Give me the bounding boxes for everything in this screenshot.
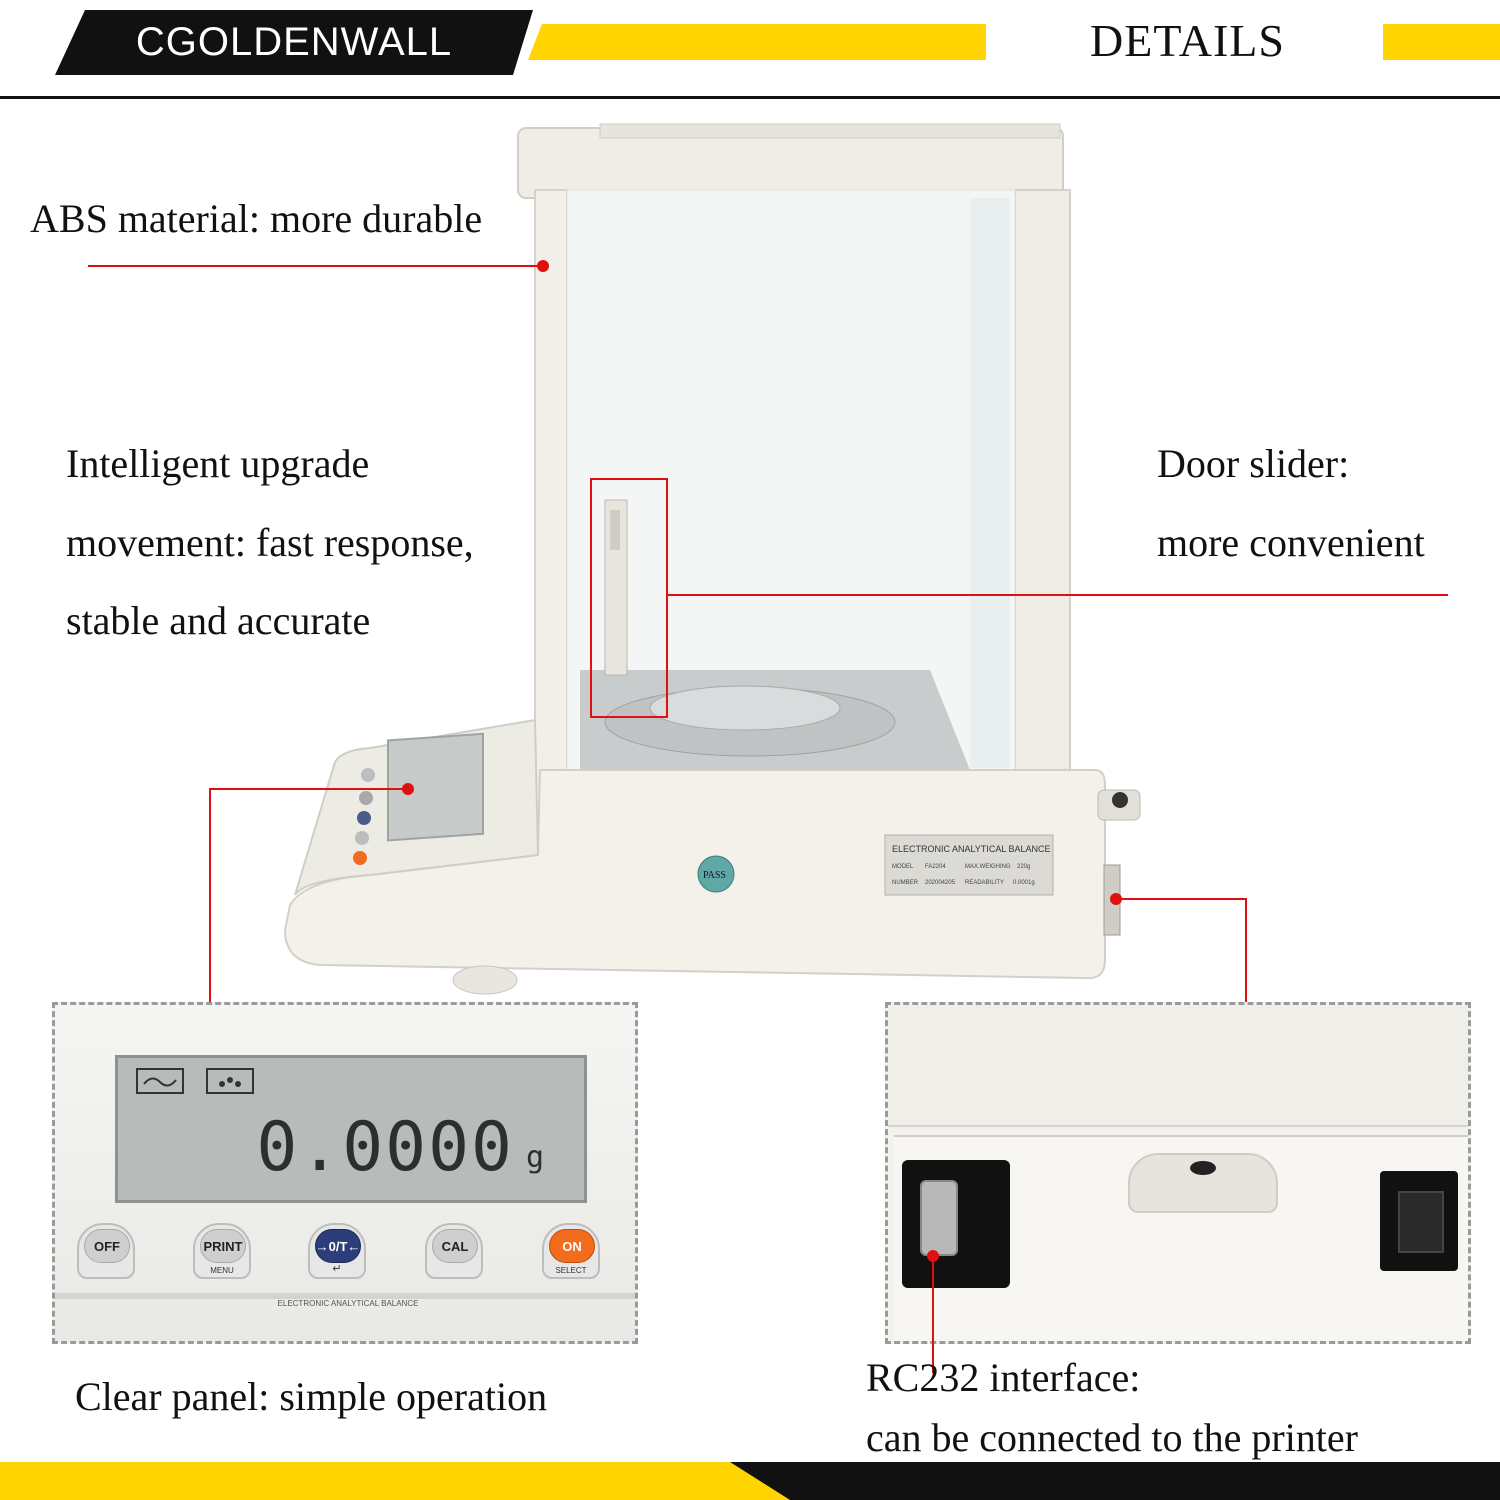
callout-abs-material: ABS material: more durable <box>30 196 483 241</box>
section-title: DETAILS <box>1090 15 1285 66</box>
cal-button-label: CAL <box>432 1229 478 1263</box>
analytical-balance-illustration: ELECTRONIC ANALYTICAL BALANCE MODEL FA22… <box>283 123 1141 995</box>
header-accent-bar-right <box>1383 24 1500 60</box>
menu-sublabel: MENU <box>210 1266 234 1275</box>
callout-line-door <box>668 594 1448 596</box>
callout-dot-rc232 <box>927 1250 939 1262</box>
callout-line-panel-horizontal <box>209 788 409 790</box>
callout-line-rc232 <box>932 1255 934 1373</box>
off-button-label: OFF <box>84 1229 130 1263</box>
callout-interface-line-1: RC232 interface: <box>866 1355 1141 1400</box>
callout-line-interface-horizontal <box>1115 898 1246 900</box>
callout-line-panel-vertical <box>209 788 211 1002</box>
drop-icon <box>206 1068 254 1094</box>
on-button[interactable]: ON SELECT <box>542 1223 600 1279</box>
power-socket <box>1380 1171 1458 1271</box>
model-value: FA2204 <box>925 864 946 870</box>
callout-interface-line-2: can be connected to the printer <box>866 1415 1358 1460</box>
number-value: 202004205 <box>925 880 956 886</box>
cal-button[interactable]: CAL <box>425 1223 483 1279</box>
model-label: MODEL <box>892 864 914 870</box>
max-weighing-value: 220g <box>1017 864 1030 870</box>
brand-name: CGOLDENWALL <box>135 20 453 64</box>
tare-button[interactable]: →0/T← ↵ <box>308 1223 366 1279</box>
lcd-display: 0.0000 g <box>115 1055 587 1203</box>
print-button-label: PRINT <box>200 1229 246 1263</box>
readability-label: READABILITY <box>965 880 1004 886</box>
callout-door-line-1: Door slider: <box>1157 441 1350 486</box>
door-slider-highlight <box>590 478 668 718</box>
stability-icon <box>136 1068 184 1094</box>
number-label: NUMBER <box>892 880 919 886</box>
socket-inner <box>1398 1191 1444 1253</box>
panel-footer-text: ELECTRONIC ANALYTICAL BALANCE <box>277 1299 419 1308</box>
callout-dot-abs <box>537 260 549 272</box>
on-button-label: ON <box>549 1229 595 1263</box>
callout-door-line-2: more convenient <box>1157 520 1425 565</box>
brand-banner <box>55 10 533 75</box>
readability-value: 0.0001g <box>1013 880 1035 886</box>
interface-closeup <box>885 1002 1471 1344</box>
weight-unit: g <box>525 1140 544 1175</box>
callout-panel: Clear panel: simple operation <box>75 1374 548 1419</box>
weight-readout: 0.0000 <box>256 1108 514 1187</box>
db9-connector <box>920 1180 958 1256</box>
callout-line-interface-vertical <box>1245 898 1247 1002</box>
header-divider <box>0 96 1500 99</box>
leveling-knob <box>1128 1153 1278 1213</box>
callout-movement-line-3: stable and accurate <box>66 598 371 643</box>
header-accent-bar <box>528 24 986 60</box>
print-button[interactable]: PRINT MENU <box>193 1223 251 1279</box>
panel-closeup: 0.0000 g OFF PRINT MENU →0/T← ↵ CAL ON S… <box>52 1002 638 1344</box>
pass-sticker: PASS <box>703 870 726 881</box>
callout-movement-line-2: movement: fast response, <box>66 520 474 565</box>
balance-label-title: ELECTRONIC ANALYTICAL BALANCE <box>892 844 1051 854</box>
panel-edge <box>55 1293 635 1299</box>
tare-button-label: →0/T← <box>315 1229 361 1263</box>
callout-dot-interface <box>1110 893 1122 905</box>
casing-top <box>888 1005 1468 1127</box>
off-button[interactable]: OFF <box>77 1223 135 1279</box>
select-sublabel: SELECT <box>555 1266 587 1275</box>
callout-line-abs <box>88 265 543 267</box>
knob-center <box>1190 1161 1216 1175</box>
enter-sublabel: ↵ <box>332 1263 342 1275</box>
callout-movement-line-1: Intelligent upgrade <box>66 441 370 486</box>
rs232-port <box>902 1160 1010 1288</box>
callout-dot-panel <box>402 783 414 795</box>
max-weighing-label: MAX.WEIGHING <box>965 864 1011 870</box>
footer-dark-bar <box>730 1462 1500 1500</box>
